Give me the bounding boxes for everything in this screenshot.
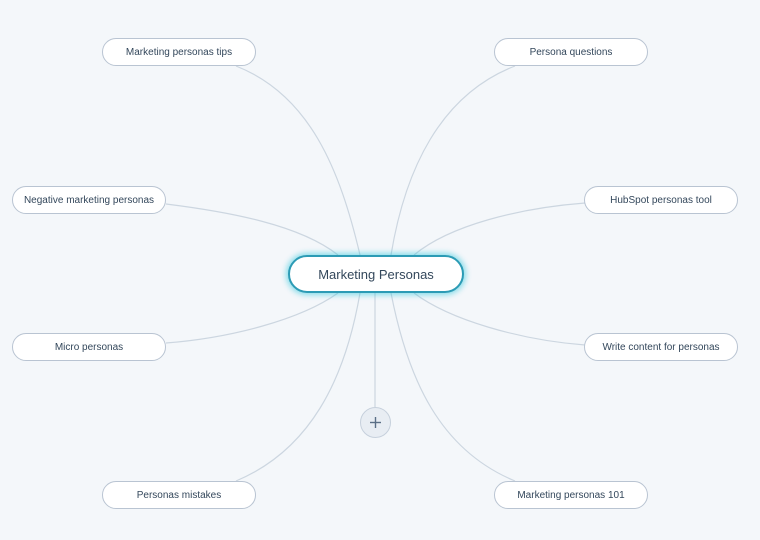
connector-line: [235, 65, 361, 256]
connector-line: [165, 292, 339, 344]
node-marketing-personas-101[interactable]: Marketing personas 101: [494, 481, 648, 509]
connector-line: [390, 65, 516, 256]
node-hubspot-personas-tool[interactable]: HubSpot personas tool: [584, 186, 738, 214]
connector-line: [413, 292, 586, 346]
connector-line: [165, 203, 339, 256]
node-marketing-personas-tips[interactable]: Marketing personas tips: [102, 38, 256, 66]
node-label: Marketing personas 101: [517, 489, 625, 501]
connector-line: [235, 292, 361, 482]
connector-line: [413, 202, 586, 256]
node-negative-marketing-personas[interactable]: Negative marketing personas: [12, 186, 166, 214]
center-node-label: Marketing Personas: [318, 266, 434, 282]
node-personas-mistakes[interactable]: Personas mistakes: [102, 481, 256, 509]
node-label: Marketing personas tips: [125, 46, 233, 58]
center-node[interactable]: Marketing Personas: [288, 255, 464, 293]
node-label: Micro personas: [54, 341, 124, 353]
node-label: Persona questions: [529, 46, 613, 58]
node-write-content-for-personas[interactable]: Write content for personas: [584, 333, 738, 361]
node-micro-personas[interactable]: Micro personas: [12, 333, 166, 361]
node-label: Write content for personas: [602, 341, 720, 353]
node-label: Negative marketing personas: [23, 194, 155, 206]
plus-icon: [370, 417, 381, 428]
node-persona-questions[interactable]: Persona questions: [494, 38, 648, 66]
node-label: Personas mistakes: [136, 489, 222, 501]
node-label: HubSpot personas tool: [610, 194, 712, 206]
connector-line: [390, 292, 516, 482]
add-node-button[interactable]: [360, 407, 391, 438]
